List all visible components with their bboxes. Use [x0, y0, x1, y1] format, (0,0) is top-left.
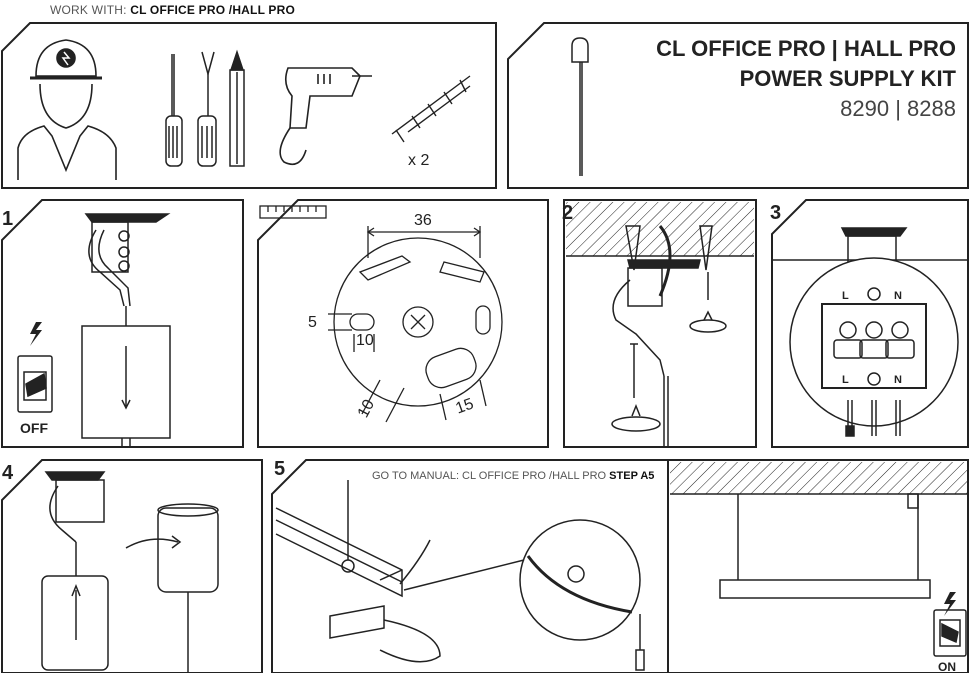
pencil-icon: [229, 49, 245, 167]
step-5-number: 5: [274, 458, 286, 480]
header-products: CL OFFICE PRO /HALL PRO: [130, 3, 296, 17]
step-3-label-L-bottom: L: [842, 374, 849, 386]
drill-icon: [279, 67, 372, 166]
wall-plug-icon: [391, 75, 471, 143]
dim-width: 36: [414, 212, 432, 229]
anchor-quantity: x 2: [408, 152, 430, 169]
step-3-label-L-top: L: [842, 290, 849, 302]
header-line: WORK WITH: CL OFFICE PRO /HALL PRO: [50, 3, 295, 17]
step-5-manual-reference: GO TO MANUAL: CL OFFICE PRO /HALL PRO ST…: [372, 470, 654, 482]
step-4-number: 4: [2, 462, 14, 484]
ruler-icon: [259, 205, 327, 219]
dim-slot-height: 5: [308, 314, 317, 331]
screwdriver-icon: [165, 51, 217, 167]
step-1-switch-state: OFF: [20, 420, 48, 436]
product-title: CL OFFICE PRO | HALL PRO: [656, 36, 956, 61]
step-3-label-N-bottom: N: [894, 374, 902, 386]
step-3-number: 3: [770, 202, 782, 224]
step-1-number: 1: [2, 208, 14, 230]
switch-on-icon: [933, 609, 967, 657]
step-3-label-N-top: N: [894, 290, 902, 302]
product-subtitle: POWER SUPPLY KIT: [739, 66, 956, 91]
worker-icon: [17, 39, 117, 180]
lightning-icon: [944, 592, 956, 616]
header-prefix: WORK WITH:: [50, 3, 127, 17]
lightning-icon: [30, 322, 42, 346]
manual-step: STEP A5: [609, 470, 655, 482]
manual-prefix: GO TO MANUAL: CL OFFICE PRO /HALL PRO: [372, 470, 607, 482]
dim-slot-width: 10: [356, 332, 374, 349]
product-codes: 8290 | 8288: [840, 96, 956, 121]
step-5-switch-state: ON: [938, 660, 956, 674]
switch-off-icon: [17, 355, 53, 413]
